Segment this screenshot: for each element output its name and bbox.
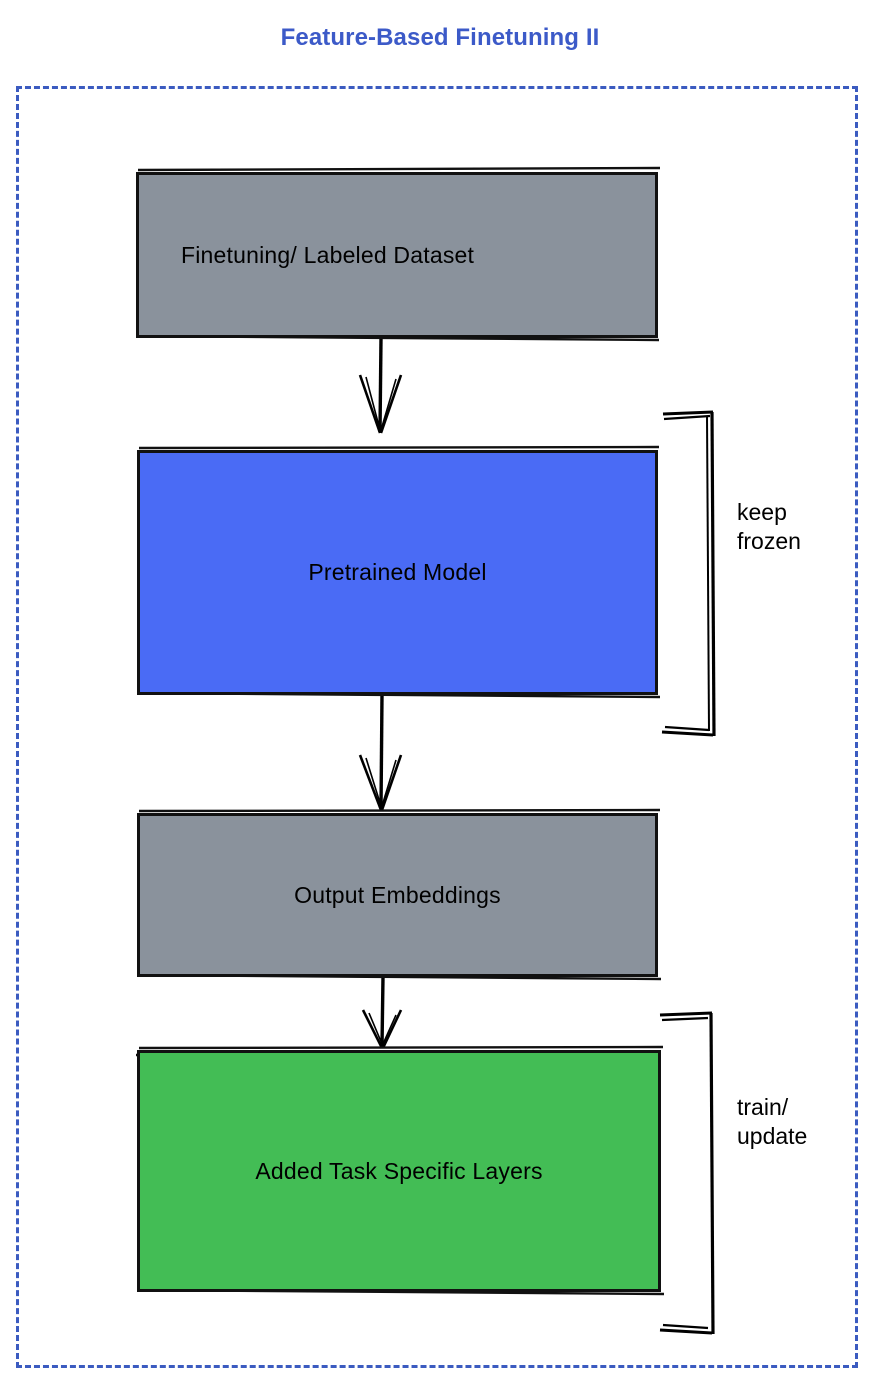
page-title: Feature-Based Finetuning II [280,24,600,51]
node-pretrained-model[interactable]: Pretrained Model [137,450,658,695]
node-label: Output Embeddings [294,881,501,908]
node-label: Added Task Specific Layers [255,1157,543,1184]
node-output-embeddings[interactable]: Output Embeddings [137,813,658,977]
node-label: Finetuning/ Labeled Dataset [181,241,475,268]
annotation-train-update: train/ update [737,1094,808,1150]
node-finetuning-labeled-dataset[interactable]: Finetuning/ Labeled Dataset [136,172,658,338]
node-added-task-specific-layers[interactable]: Added Task Specific Layers [137,1050,661,1292]
node-label: Pretrained Model [308,559,487,585]
annotation-keep-frozen: keep frozen [737,499,801,555]
diagram-frame [16,86,858,1368]
